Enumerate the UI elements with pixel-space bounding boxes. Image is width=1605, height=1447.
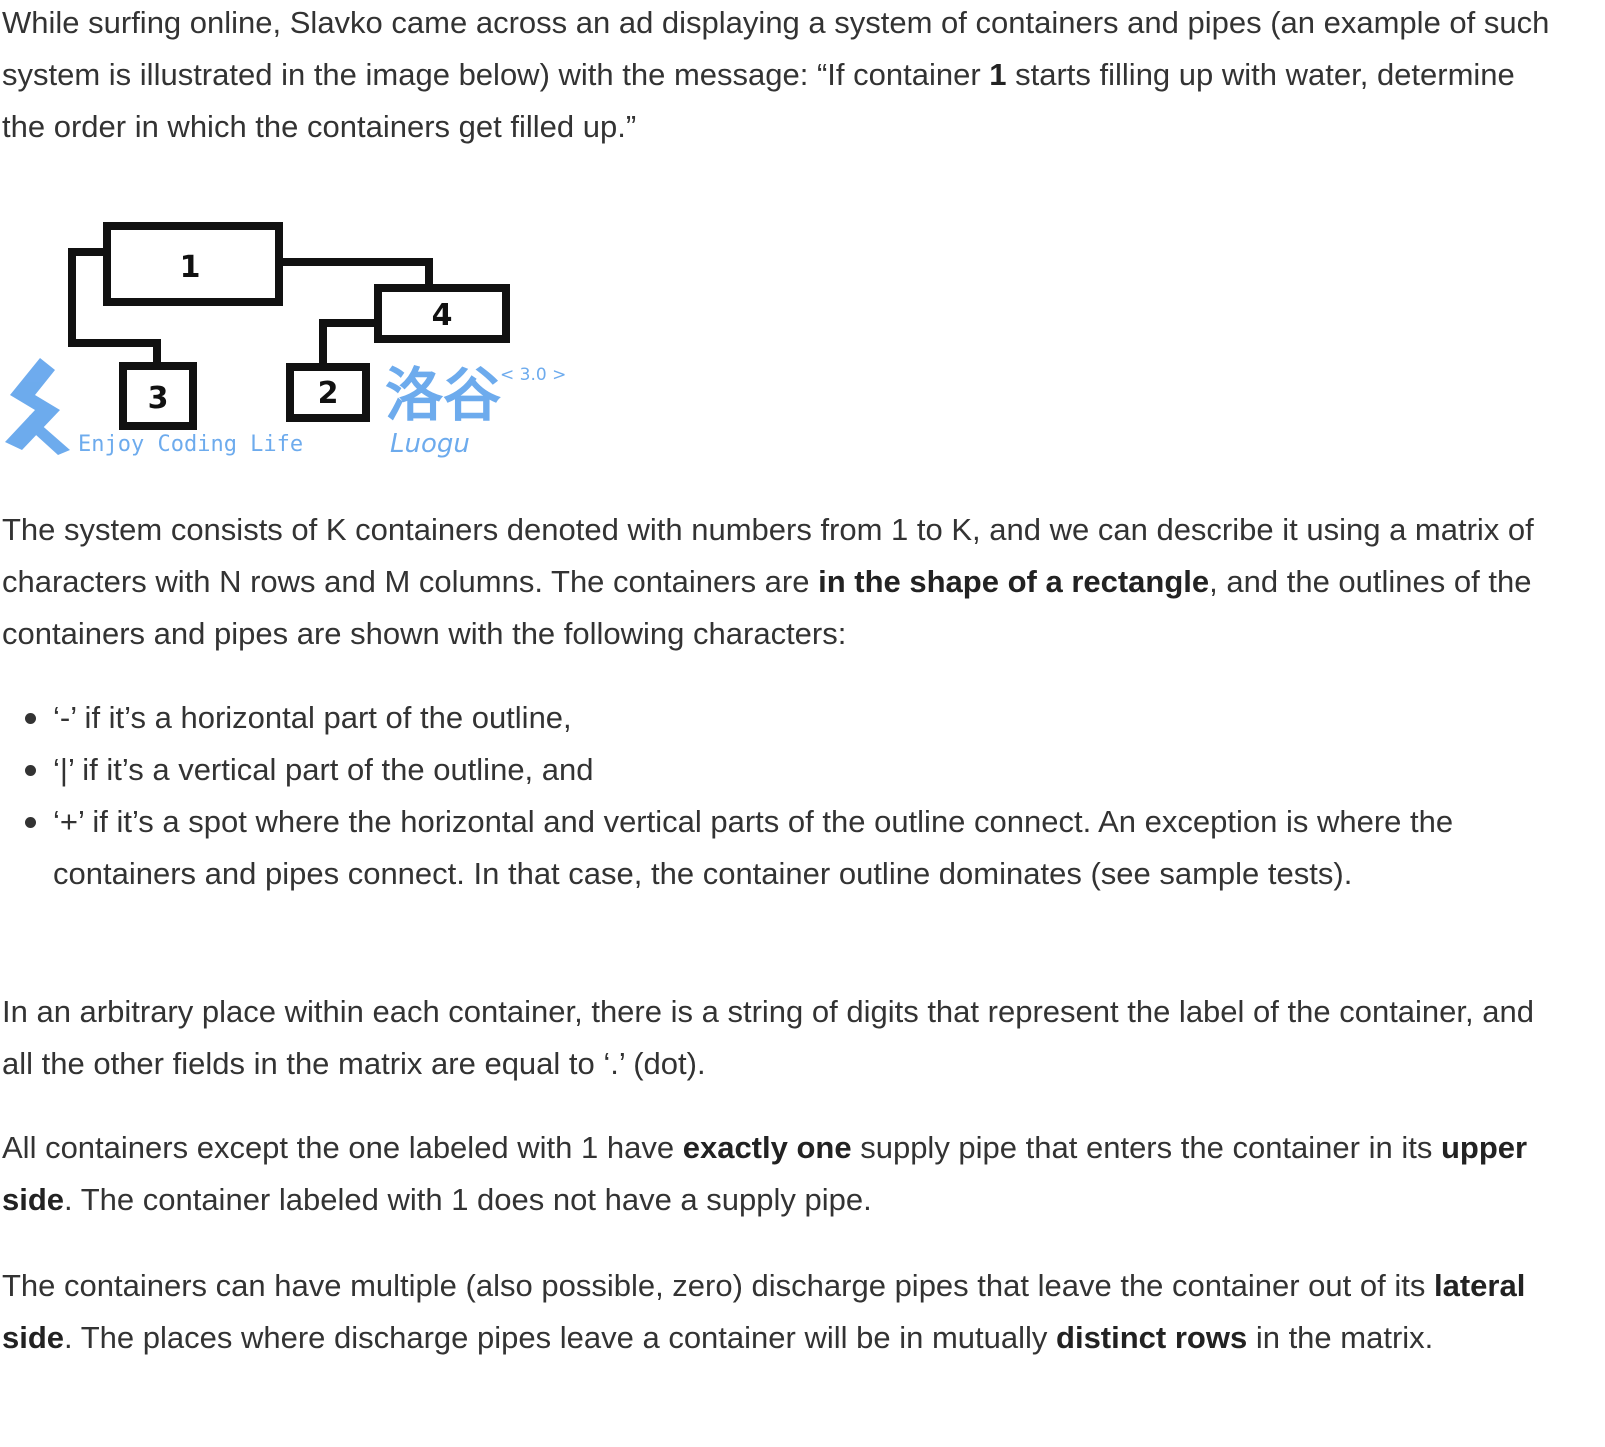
text: All containers except the one labeled wi… xyxy=(2,1130,683,1165)
text: While surfing online, Slavko came across… xyxy=(2,5,1550,92)
text: , and the outlines of the containers and… xyxy=(2,564,1532,651)
watermark-logo-text: 洛谷 xyxy=(385,361,501,429)
label-2: 2 xyxy=(318,376,339,411)
bold-text: in the shape of a rectangle xyxy=(818,564,1210,599)
system-paragraph: The system consists of K containers deno… xyxy=(2,504,1572,660)
text: . The container labeled with 1 does not … xyxy=(64,1182,872,1217)
text: The system consists of K containers deno… xyxy=(2,512,1534,599)
label-4: 4 xyxy=(432,298,453,333)
list-item: ‘|’ if it’s a vertical part of the outli… xyxy=(25,744,1563,796)
watermark-logo-icon xyxy=(5,358,60,450)
label-1: 1 xyxy=(180,250,201,285)
container-2 xyxy=(286,363,370,422)
text: starts filling up with water, determine … xyxy=(2,57,1515,144)
labels-paragraph: In an arbitrary place within each contai… xyxy=(2,994,1534,1081)
watermark-slogan: Enjoy Coding Life xyxy=(78,432,303,457)
luogu-watermark: 洛谷 < 3.0 > Luogu Enjoy Coding Life xyxy=(5,358,566,459)
text: . The places where discharge pipes leave… xyxy=(64,1320,1057,1355)
discharge-paragraph: The containers can have multiple (also p… xyxy=(2,1260,1562,1364)
pipe-1-4 xyxy=(279,258,433,288)
container-4 xyxy=(374,284,510,343)
watermark-version: < 3.0 > xyxy=(500,365,566,385)
label-3: 3 xyxy=(148,381,169,416)
list-item: ‘-’ if it’s a horizontal part of the out… xyxy=(25,692,1563,744)
outline-characters-list: ‘-’ if it’s a horizontal part of the out… xyxy=(2,692,1563,900)
bold-text: distinct rows xyxy=(1056,1320,1248,1355)
text: supply pipe that enters the container in… xyxy=(851,1130,1441,1165)
container-diagram: 洛谷 < 3.0 > Luogu Enjoy Coding Life 1 2 3… xyxy=(5,222,566,459)
text: The containers can have multiple (also p… xyxy=(2,1268,1434,1303)
pipe-1-3 xyxy=(68,248,161,366)
bold-text: lateral side xyxy=(2,1268,1526,1355)
text: in the matrix. xyxy=(1247,1320,1434,1355)
watermark-logo-icon-stroke xyxy=(25,415,70,455)
bold-text: 1 xyxy=(989,57,1007,92)
bold-text: upper side xyxy=(2,1130,1528,1217)
intro-paragraph: While surfing online, Slavko came across… xyxy=(2,0,1562,153)
bold-text: exactly one xyxy=(682,1130,852,1165)
list-item: ‘+’ if it’s a spot where the horizontal … xyxy=(25,796,1563,900)
watermark-brand: Luogu xyxy=(390,429,470,459)
pipe-4-2 xyxy=(319,319,378,367)
supply-paragraph: All containers except the one labeled wi… xyxy=(2,1122,1562,1226)
